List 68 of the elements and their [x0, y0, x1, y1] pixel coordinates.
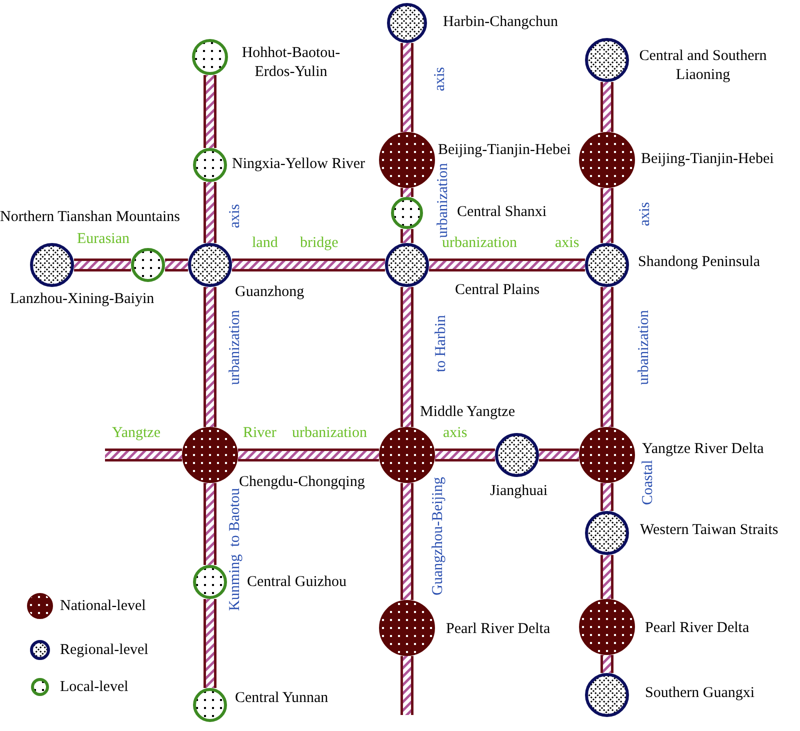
corridor-line [600, 287, 614, 427]
center-name: Southern Guangxi [645, 684, 755, 703]
legend-label: Regional-level [60, 641, 148, 659]
axis-label: Yangtze [112, 425, 160, 441]
corridor-line [204, 599, 216, 688]
corridor-line [105, 448, 182, 462]
axis-label: urbanization [227, 310, 243, 385]
center-name: Shandong Peninsula [638, 253, 760, 272]
center-name: Middle Yangtze [420, 403, 515, 422]
corridor-line [600, 555, 614, 599]
center-name: Central Yunnan [235, 689, 328, 708]
axis-label: axis [432, 67, 448, 92]
center-name: Ningxia-Yellow River [232, 155, 366, 174]
corridor-line [204, 75, 216, 148]
center-name: Jianghuai [490, 482, 548, 501]
center-name: Chengdu-Chongqing [239, 473, 365, 490]
corridor-line [74, 258, 131, 272]
corridor-line [400, 287, 414, 427]
center-name: Central Guizhou [247, 573, 347, 592]
axis-label: axis [227, 204, 243, 228]
legend-label: National-level [60, 597, 146, 615]
corridor-line [400, 229, 414, 243]
corridor-line [539, 448, 579, 462]
corridor-line [204, 182, 216, 243]
corridor-line [400, 43, 414, 132]
corridor-line [400, 656, 414, 715]
axis-label: urbanization [435, 163, 451, 238]
corridor-line [435, 448, 495, 462]
center-name: Beijing-Tianjin-Hebei [438, 141, 571, 160]
center-name: Guanzhong [235, 283, 304, 302]
center-name: Yangtze River Delta [642, 440, 764, 459]
axis-label: Kunming to Baotou [227, 488, 243, 611]
center-name: Beijing-Tianjin-Hebei [641, 150, 774, 169]
corridor-line [204, 483, 216, 565]
axis-label: Coastal [640, 460, 656, 505]
corridor-line [400, 483, 414, 600]
corridor-line [204, 287, 216, 427]
center-name: Central Shanxi [457, 203, 547, 222]
corridor-line [600, 82, 614, 132]
axis-label: land [252, 235, 278, 251]
legend-label: Local-level [60, 678, 128, 696]
axis-label: urbanization [636, 310, 652, 385]
axis-label: to Harbin [433, 315, 449, 372]
center-name: Northern Tianshan Mountains [0, 208, 180, 227]
axis-label: urbanization [292, 425, 367, 441]
center-name: Western Taiwan Straits [640, 521, 778, 540]
axis-label: Guangzhou-Beijing [430, 477, 446, 596]
center-name: Central and Southern Liaoning [638, 47, 768, 85]
axis-label: axis [443, 425, 468, 441]
center-name: Pearl River Delta [645, 619, 750, 638]
axis-label: River [243, 425, 276, 441]
axis-label: Eurasian [77, 231, 130, 247]
corridor-line [600, 188, 614, 243]
corridor-line [165, 258, 188, 272]
center-name: Hohhot-Baotou- Erdos-Yulin [240, 44, 342, 82]
axis-label: bridge [300, 235, 338, 251]
corridor-line [232, 258, 385, 272]
axis-label: urbanization [442, 235, 517, 251]
corridor-line [238, 448, 379, 462]
axis-label: axis [555, 235, 580, 251]
corridor-line [429, 258, 585, 272]
center-name: Harbin-Changchun [443, 13, 558, 32]
center-name: Lanzhou-Xining-Baiyin [10, 290, 154, 309]
corridor-line [600, 483, 614, 511]
center-name: Pearl River Delta [446, 620, 550, 639]
center-name: Central Plains [455, 281, 540, 300]
axis-label: axis [637, 202, 653, 226]
corridor-line [600, 655, 614, 673]
